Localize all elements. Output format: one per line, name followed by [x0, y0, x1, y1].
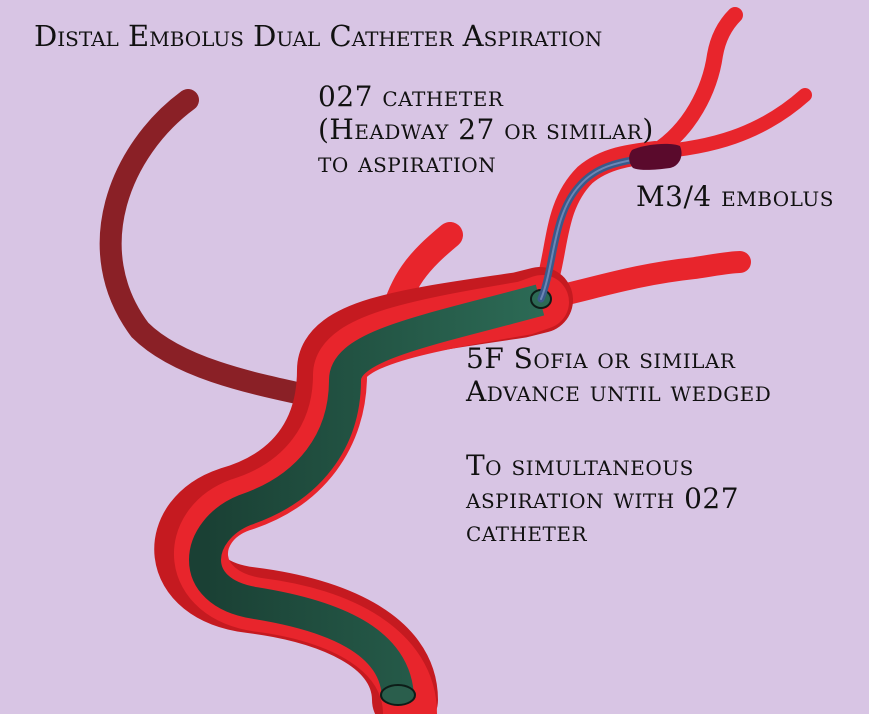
label-sofia-line-2: Advance until wedged: [466, 375, 771, 408]
label-simultaneous-line-2: aspiration with 027: [466, 482, 739, 515]
artery-branch-dark: [111, 100, 320, 398]
label-embolus: M3/4 embolus: [636, 180, 834, 213]
sofia-catheter-proximal-end: [381, 685, 415, 705]
artery-branch-terminal-upper: [655, 15, 735, 152]
label-simultaneous-line-3: catheter: [466, 515, 739, 548]
label-027-catheter: 027 catheter (Headway 27 or similar) to …: [318, 80, 654, 179]
diagram-title: Distal Embolus Dual Catheter Aspiration: [34, 20, 602, 53]
label-sofia-line-1: 5F Sofia or similar: [466, 342, 771, 375]
label-simultaneous-line-1: To simultaneous: [466, 449, 739, 482]
label-sofia: 5F Sofia or similar Advance until wedged: [466, 342, 771, 408]
label-027-line-1: 027 catheter: [318, 80, 654, 113]
label-simultaneous-aspiration: To simultaneous aspiration with 027 cath…: [466, 449, 739, 548]
label-027-line-3: to aspiration: [318, 146, 654, 179]
label-027-line-2: (Headway 27 or similar): [318, 113, 654, 146]
